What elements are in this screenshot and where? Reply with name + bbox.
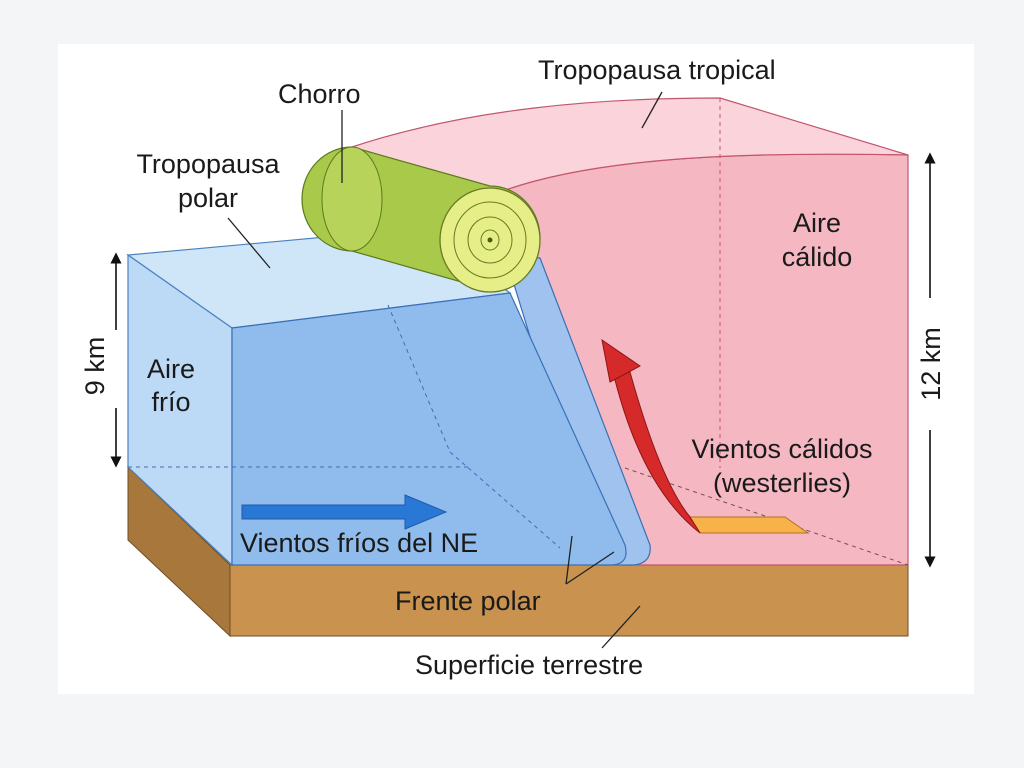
- text-labels: Tropopausa tropical Chorro Tropopausa po…: [136, 55, 872, 680]
- jet-core-ring-3: [480, 229, 500, 251]
- label-tropical-tropopause: Tropopausa tropical: [538, 55, 776, 85]
- label-polar-tropopause-1: Tropopausa: [136, 149, 280, 179]
- label-earth-surface: Superficie terrestre: [415, 650, 643, 680]
- height-marker-12km: 12 km: [916, 152, 946, 568]
- leader-tropical-tropopause: [641, 91, 663, 129]
- label-warm-winds-2: (westerlies): [713, 468, 851, 498]
- cold-block-hidden-diagonal-2: [449, 451, 561, 549]
- cold-block-hidden-diagonal: [387, 304, 451, 453]
- ground-front-face: [229, 564, 909, 637]
- height-marker-9km: 9 km: [80, 252, 122, 468]
- leader-front-1: [565, 535, 573, 585]
- jet-stream: [301, 146, 541, 293]
- leader-surface: [601, 605, 641, 649]
- jet-core-ring-1: [453, 201, 527, 279]
- label-warm-winds-1: Vientos cálidos: [691, 434, 872, 464]
- cold-wind-arrow-shape: [241, 494, 448, 530]
- warm-air-block: [350, 97, 909, 566]
- label-cold-air-1: Aire: [147, 354, 195, 384]
- label-polar-tropopause-2: polar: [178, 183, 238, 213]
- jet-core-dot: [487, 237, 493, 243]
- label-warm-air-2: cálido: [782, 242, 853, 272]
- label-jet: Chorro: [278, 79, 361, 109]
- jet-stream-back-cap: [321, 146, 383, 252]
- label-warm-air-1: Aire: [793, 208, 841, 238]
- warm-wind-arrow: [601, 338, 810, 534]
- frontal-surface: [504, 254, 651, 566]
- leader-polar-tropopause: [227, 217, 271, 269]
- leader-front-2: [565, 551, 615, 585]
- tropical-tropopause-surface: [350, 97, 909, 193]
- height-label-12km: 12 km: [916, 327, 946, 401]
- cold-air-block: [126, 227, 627, 567]
- label-cold-air-2: frío: [151, 387, 190, 417]
- cold-air-front-face: [231, 292, 627, 566]
- warm-block-hidden-base: [624, 467, 909, 566]
- cold-wind-arrow: [241, 494, 448, 530]
- warm-wind-arrow-head: [601, 338, 641, 383]
- height-label-9km: 9 km: [80, 337, 110, 396]
- label-polar-front: Frente polar: [395, 586, 541, 616]
- leader-lines: [227, 91, 663, 649]
- label-cold-winds: Vientos fríos del NE: [240, 528, 478, 558]
- jet-core-ring-2: [467, 216, 513, 264]
